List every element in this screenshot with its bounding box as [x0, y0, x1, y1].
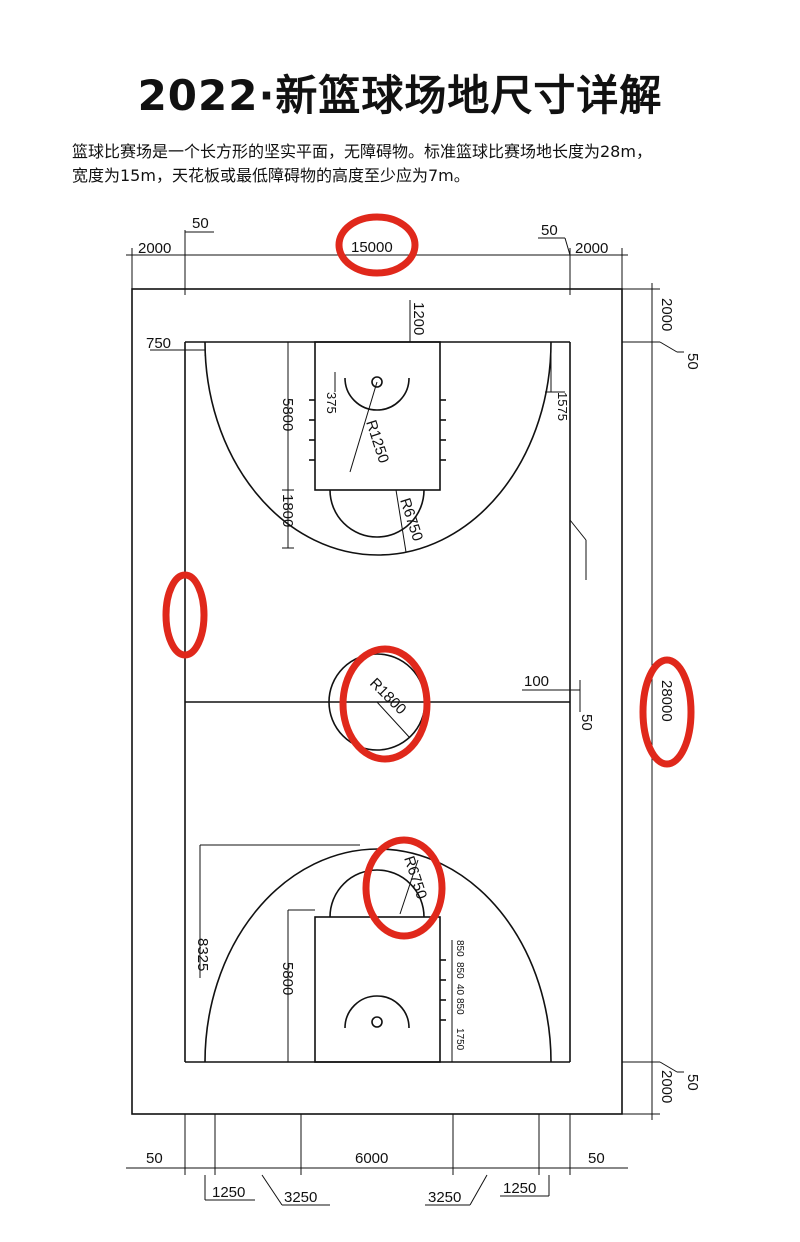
dim-bottom-1250-right: 1250	[503, 1180, 536, 1197]
dim-r6750-bottom: R6750	[400, 854, 430, 901]
dimension-lines	[126, 230, 684, 1206]
intro-line-2: 宽度为15m，天花板或最低障碍物的高度至少应为7m。	[72, 166, 470, 185]
highlight-ring	[362, 836, 446, 940]
dim-bottom-3250-right: 3250	[428, 1189, 461, 1206]
highlight-annotations	[162, 213, 695, 940]
top-three-point-arc	[204, 341, 552, 556]
dim-lane-1750: 1750	[454, 1028, 465, 1051]
dim-right-50-bottom: 50	[684, 1074, 701, 1091]
top-hoop	[371, 376, 383, 388]
court-lines	[131, 288, 623, 1115]
dim-bottom-50-left: 50	[146, 1150, 163, 1167]
bottom-hoop	[371, 1016, 383, 1028]
dim-lane-40: 40	[454, 984, 465, 996]
intro-line-1: 篮球比赛场是一个长方形的坚实平面，无障碍物。标准篮球比赛场地长度为28m，	[72, 142, 652, 161]
bottom-three-point-arc	[204, 848, 552, 1063]
highlight-ring	[339, 645, 431, 763]
dim-top-2000-right: 2000	[575, 240, 608, 257]
dim-bottom-3250-left: 3250	[284, 1189, 317, 1206]
highlight-ring	[162, 571, 208, 659]
dim-top-50-left: 50	[192, 215, 209, 232]
top-key	[314, 341, 441, 491]
dim-right-28000: 28000	[658, 680, 675, 722]
bottom-free-throw-arc	[329, 869, 425, 918]
dim-top-15000: 15000	[351, 239, 393, 256]
dim-r1800: R1800	[366, 675, 409, 718]
dim-top-50-right: 50	[541, 222, 558, 239]
page-title: 2022·新篮球场地尺寸详解	[137, 71, 663, 120]
dim-mid-100: 100	[524, 673, 549, 690]
dim-right-2000-top: 2000	[658, 298, 675, 331]
dim-bottom-1250-left: 1250	[212, 1184, 245, 1201]
dim-lane-850-c: 850	[454, 998, 465, 1015]
bottom-restricted-arc	[344, 995, 410, 1029]
dim-right-2000-bottom: 2000	[658, 1070, 675, 1103]
dim-r1250: R1250	[362, 418, 392, 465]
dim-bottom-50-right: 50	[588, 1150, 605, 1167]
highlight-ring	[639, 656, 695, 768]
dim-key-1800: 1800	[279, 494, 296, 527]
outer-boundary	[131, 288, 623, 1115]
dimension-labels: 2000 50 15000 50 2000 2000 50 28000 50 2…	[138, 215, 701, 1206]
dim-left-750: 750	[146, 335, 171, 352]
highlight-ring	[335, 213, 419, 277]
dim-1575: 1575	[555, 392, 570, 421]
dim-lane-850-a: 850	[454, 940, 465, 957]
dim-r-375: 375	[324, 392, 339, 414]
dim-bottom-6000: 6000	[355, 1150, 388, 1167]
dim-lane-850-b: 850	[454, 962, 465, 979]
intro-text: 篮球比赛场是一个长方形的坚实平面，无障碍物。标准篮球比赛场地长度为28m， 宽度…	[72, 140, 762, 188]
dim-top-2000-left: 2000	[138, 240, 171, 257]
dim-key-1200: 1200	[410, 302, 427, 335]
dim-arc-8325: 8325	[194, 938, 211, 971]
top-free-throw-arc	[329, 489, 425, 538]
dim-key-5800-bottom: 5800	[279, 962, 296, 995]
dim-right-50-top: 50	[684, 353, 701, 370]
dim-mid-50: 50	[578, 714, 595, 731]
top-restricted-arc	[344, 377, 410, 411]
bottom-key	[314, 916, 441, 1063]
dim-key-5800-top: 5800	[279, 398, 296, 431]
